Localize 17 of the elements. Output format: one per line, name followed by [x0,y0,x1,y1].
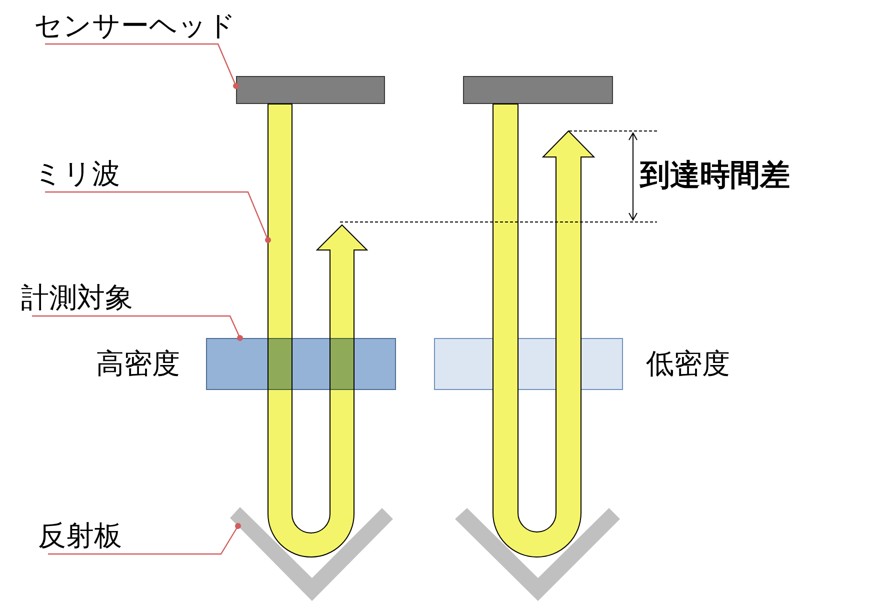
reflector-plate [229,506,394,602]
wave-beam [492,103,595,559]
part-label: 反射板 [38,518,122,554]
side-label: 低密度 [646,346,730,382]
sensor-head [463,76,613,104]
part-label: 計測対象 [21,280,133,316]
part-label: センサーヘッド [34,8,236,44]
leader-line [48,523,241,555]
reflector-plate [454,507,621,602]
leader-line [45,191,271,243]
dimension-label: 到達時間差 [640,158,790,194]
wave-beam [266,103,369,559]
side-label: 高密度 [96,346,180,382]
part-label: ミリ波 [34,156,120,192]
sensor-head [236,76,385,104]
leader-line [32,315,243,341]
leader-line [45,43,239,89]
